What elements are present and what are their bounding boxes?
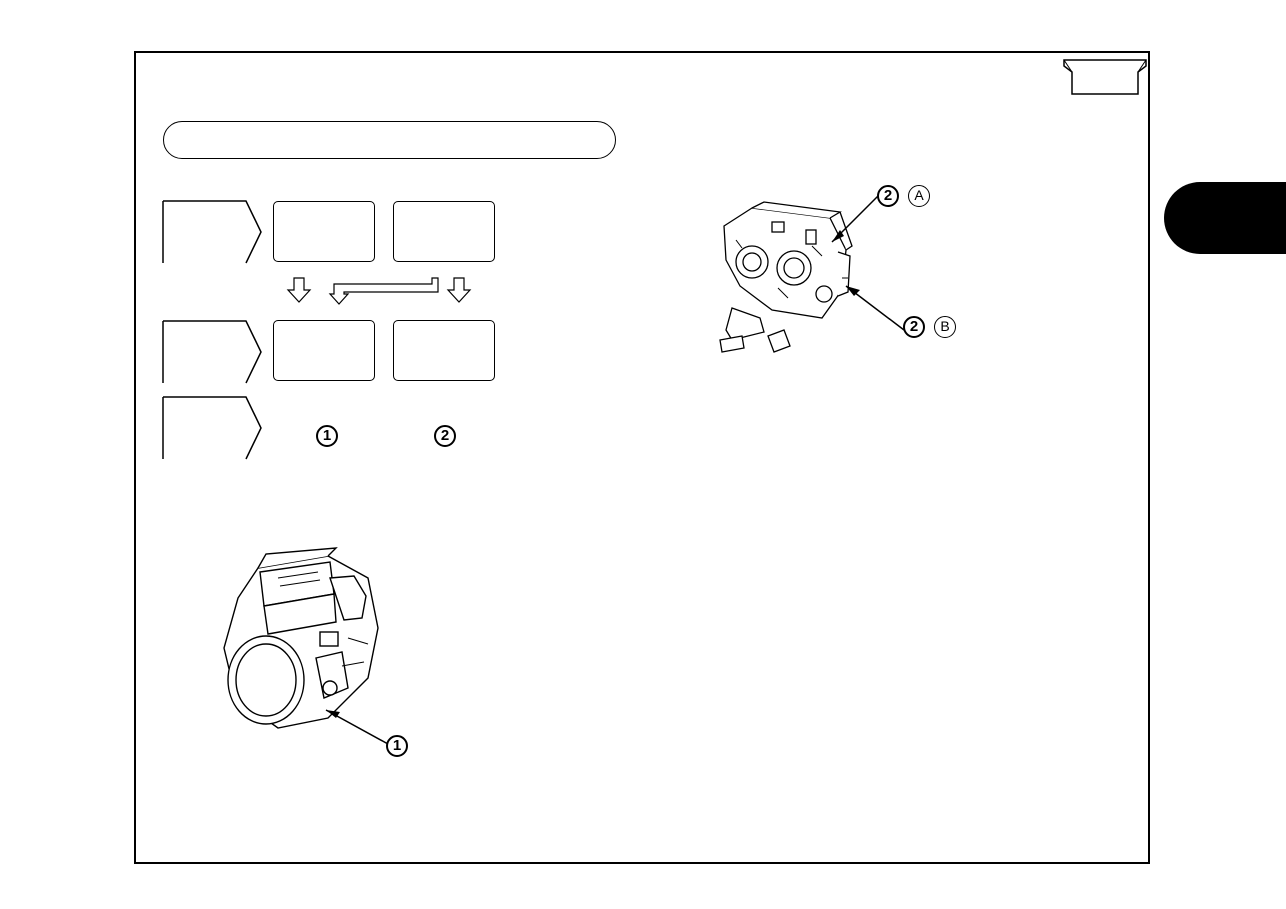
carburetor-leaders <box>831 195 905 331</box>
section-tab[interactable] <box>1164 182 1286 254</box>
flow-callout-1: 1 <box>316 425 338 447</box>
flow-box-2a <box>273 320 375 381</box>
tray-icon <box>1063 59 1147 95</box>
engine-illustration <box>223 547 379 729</box>
flow-box-2b <box>393 320 495 381</box>
carb-callout-b-number: 2 <box>903 316 925 338</box>
row-label-3 <box>162 396 262 460</box>
carb-callout-a-number: 2 <box>877 185 899 207</box>
row-label-1 <box>162 200 262 264</box>
section-title-bar <box>163 121 616 159</box>
engine-leader <box>325 709 389 745</box>
flow-box-1a <box>273 201 375 262</box>
engine-callout-1: 1 <box>386 735 408 757</box>
carb-callout-b-letter: B <box>934 316 956 338</box>
carburetor-illustration <box>719 201 853 353</box>
row-label-2 <box>162 320 262 384</box>
flow-box-1b <box>393 201 495 262</box>
flow-arrows <box>286 277 472 305</box>
flow-callout-2: 2 <box>434 425 456 447</box>
carb-callout-a-letter: A <box>908 185 930 207</box>
page-frame <box>134 51 1150 864</box>
